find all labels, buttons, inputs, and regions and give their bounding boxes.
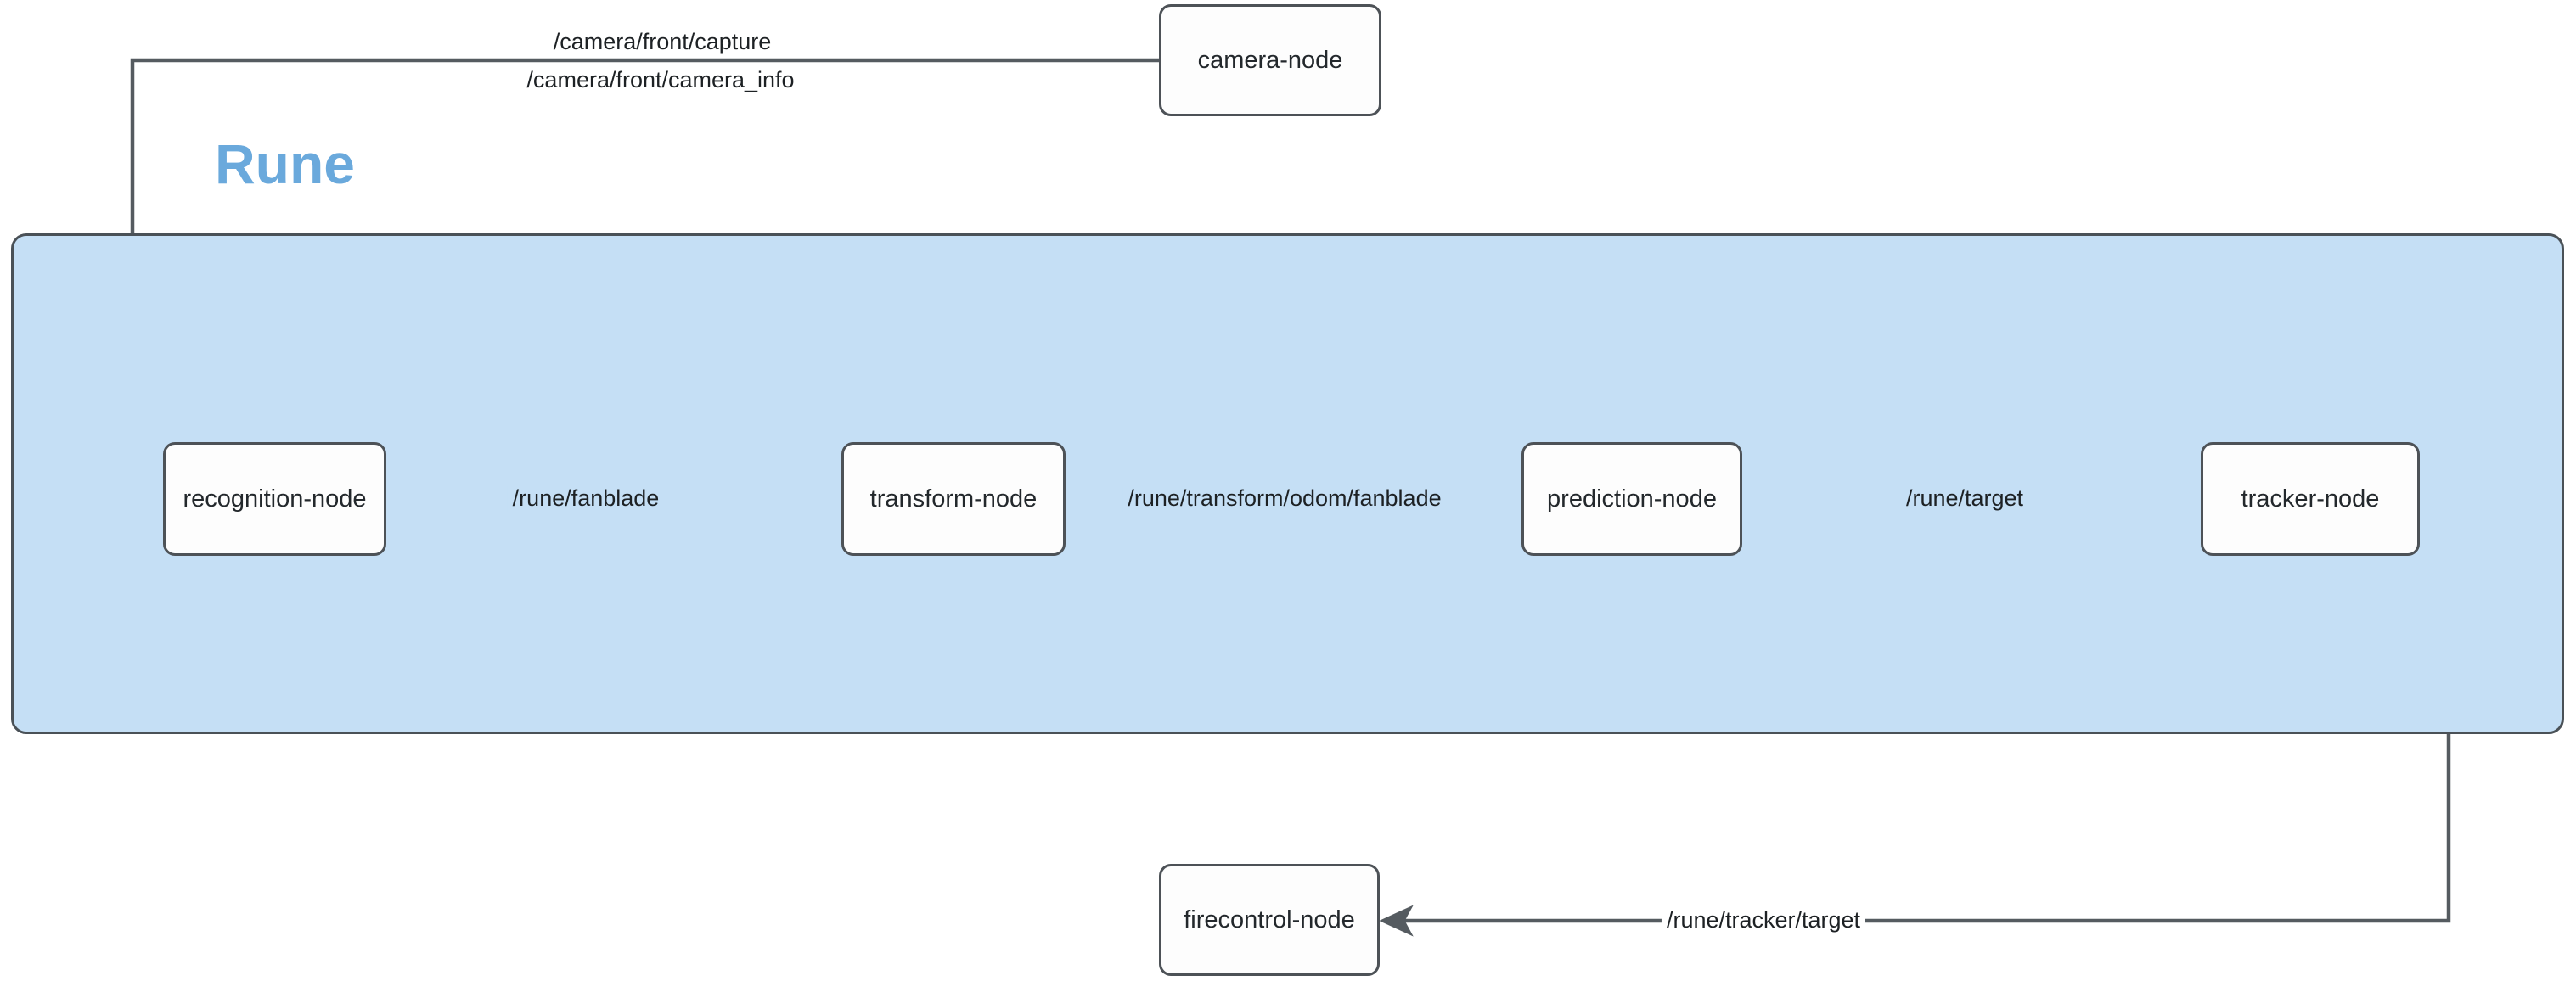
group-title-rune: Rune — [215, 132, 355, 195]
node-recognition[interactable]: recognition-node — [163, 442, 386, 556]
edge-label-camera-capture: /camera/front/capture — [548, 29, 777, 55]
node-recognition-label: recognition-node — [183, 485, 367, 513]
node-transform[interactable]: transform-node — [841, 442, 1066, 556]
node-firecontrol[interactable]: firecontrol-node — [1159, 864, 1380, 976]
edge-label-rune-target: /rune/target — [1900, 485, 2029, 512]
node-transform-label: transform-node — [869, 485, 1038, 513]
node-tracker[interactable]: tracker-node — [2201, 442, 2420, 556]
node-camera[interactable]: camera-node — [1159, 4, 1381, 116]
edge-label-rune-tracker-target: /rune/tracker/target — [1661, 907, 1866, 933]
edge-label-rune-transform-odom-fanblade: /rune/transform/odom/fanblade — [1122, 485, 1447, 512]
node-prediction-label: prediction-node — [1547, 485, 1717, 513]
node-prediction[interactable]: prediction-node — [1521, 442, 1742, 556]
group-box-rune — [11, 233, 2564, 734]
edge-label-camera-info: /camera/front/camera_info — [521, 67, 800, 93]
node-tracker-label: tracker-node — [2241, 485, 2380, 513]
node-camera-label: camera-node — [1197, 46, 1343, 74]
node-firecontrol-label: firecontrol-node — [1184, 905, 1355, 933]
edge-label-rune-fanblade: /rune/fanblade — [507, 485, 665, 512]
